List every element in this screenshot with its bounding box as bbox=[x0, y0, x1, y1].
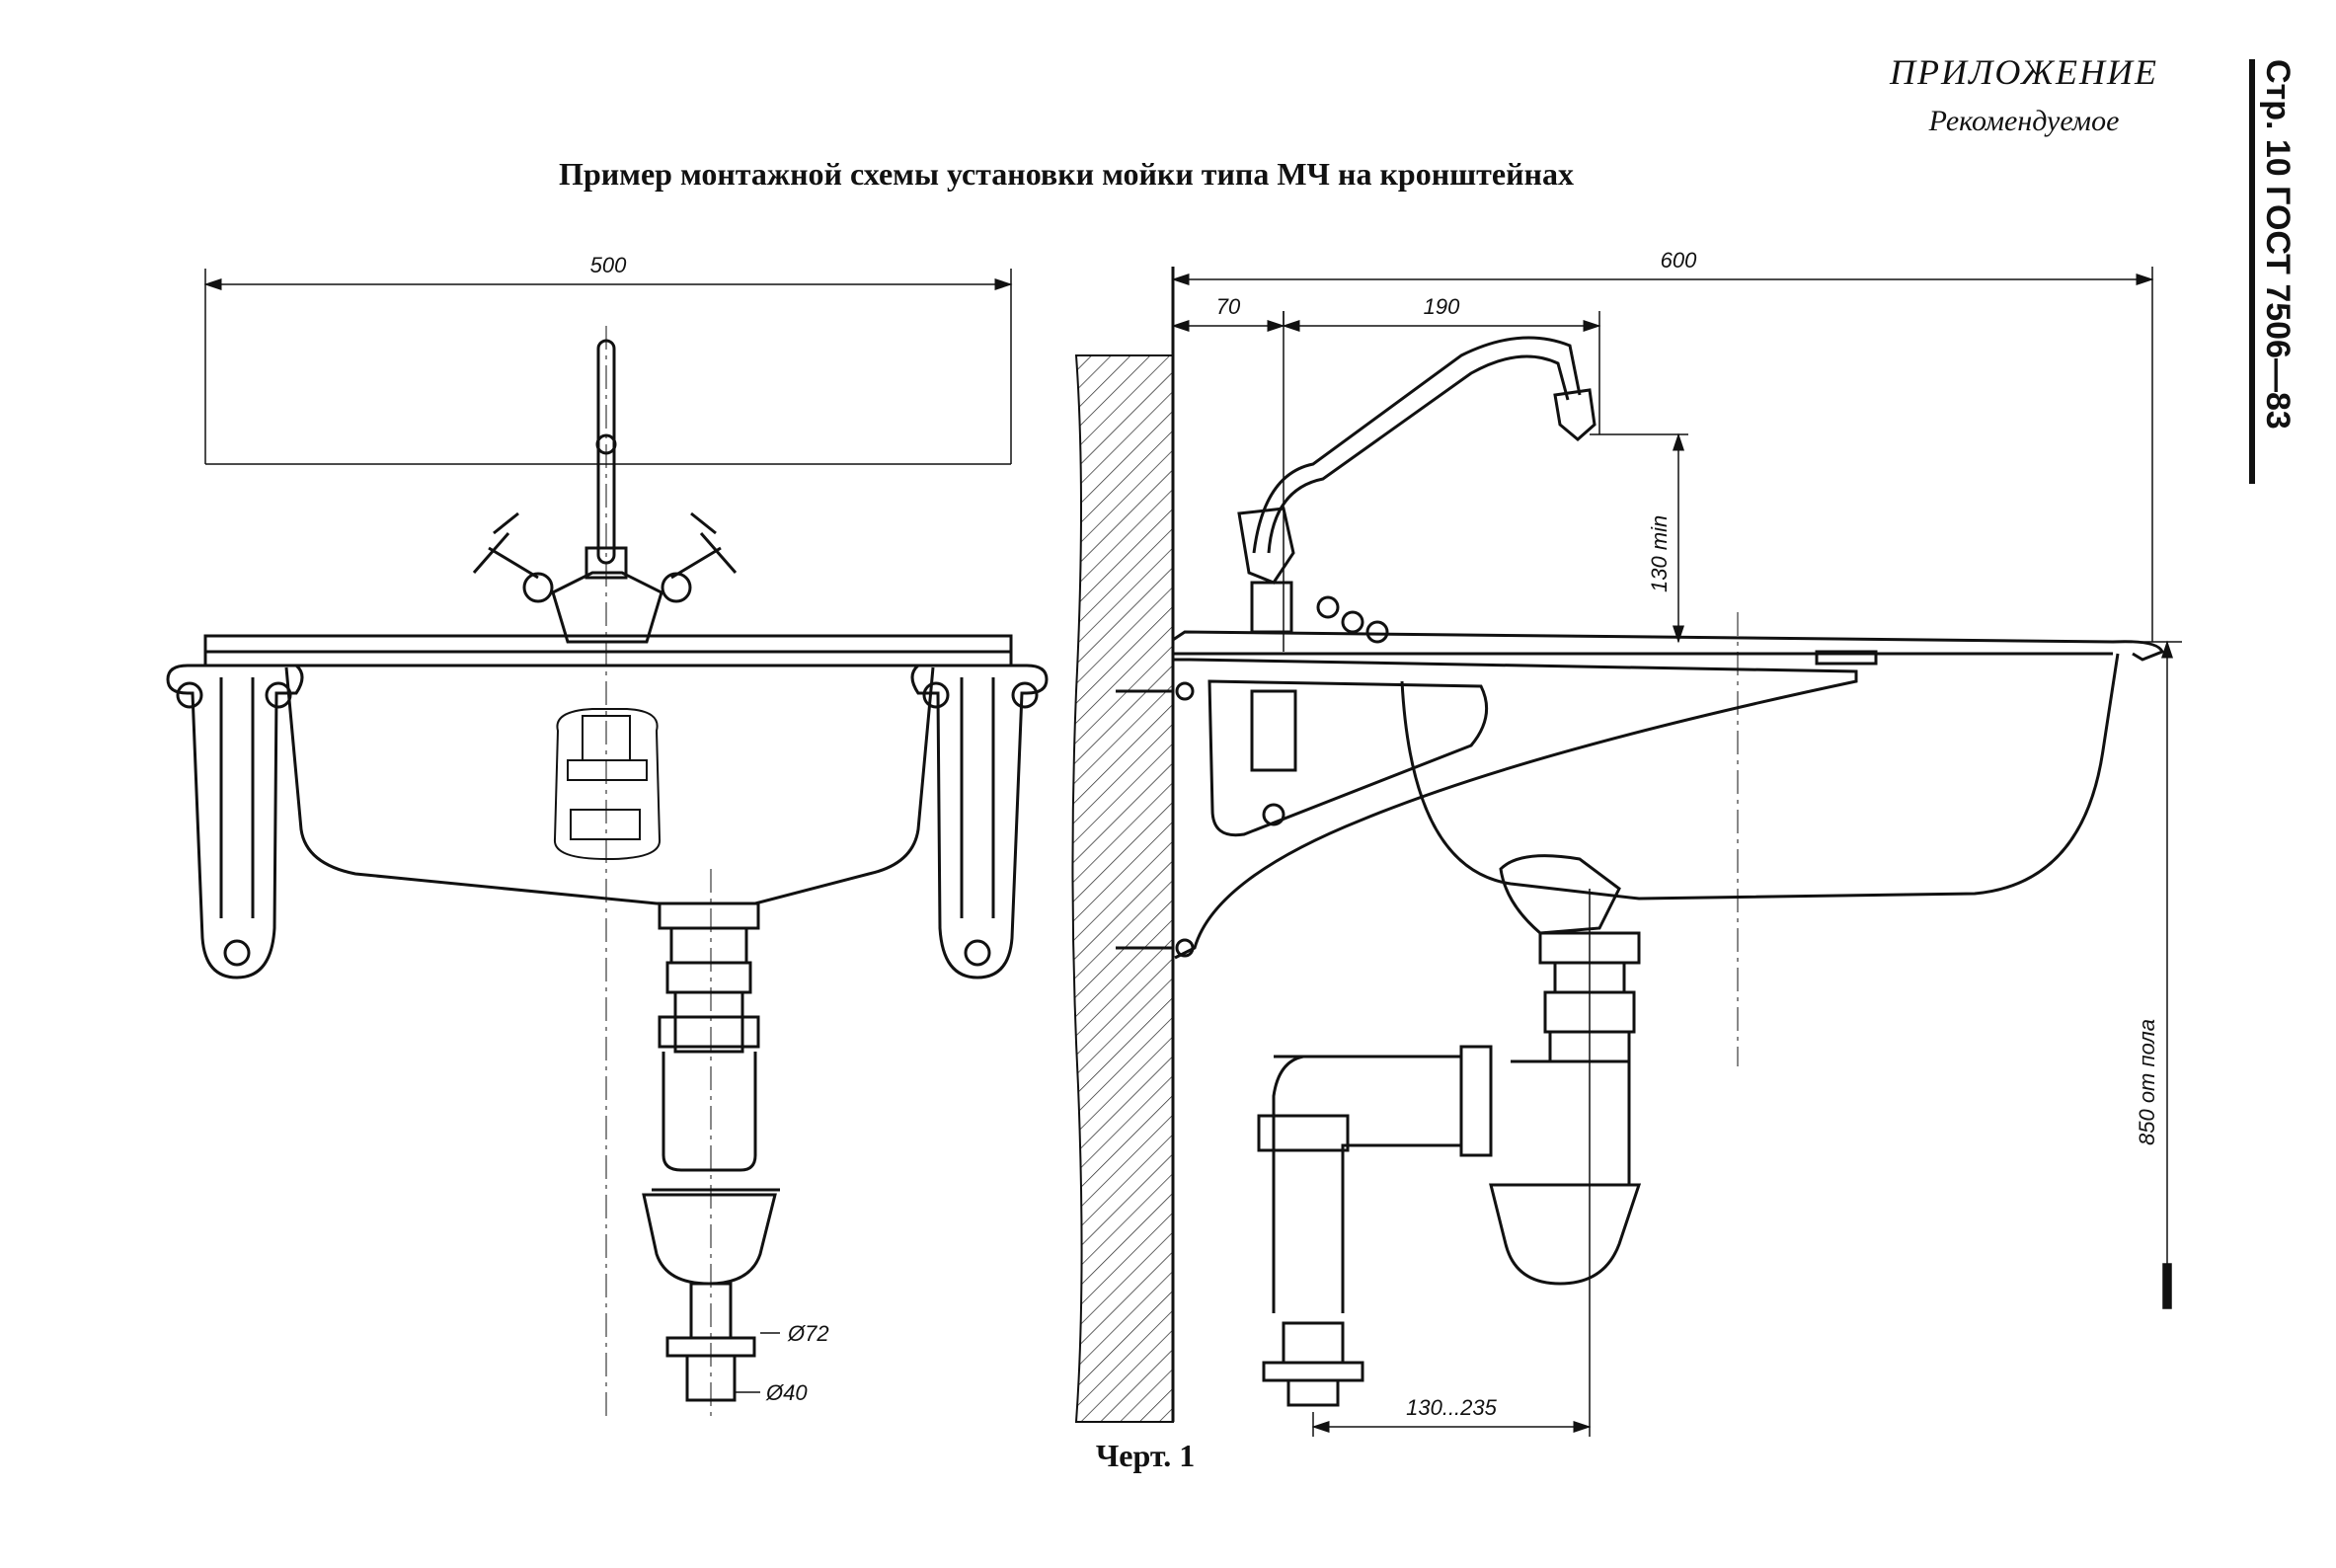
dim-outlet-d1-text: Ø72 bbox=[787, 1321, 829, 1346]
side-sink-rim bbox=[1172, 630, 2164, 662]
side-sink-bowl bbox=[1400, 653, 2120, 901]
appendix-label: ПРИЛОЖЕНИЕ bbox=[1890, 52, 2158, 92]
front-drain bbox=[642, 902, 780, 1402]
dim-drain-offset bbox=[1311, 889, 1592, 1437]
front-faucet bbox=[472, 339, 738, 644]
side-bracket bbox=[1116, 658, 1858, 960]
dim-front-width-text: 500 bbox=[590, 253, 627, 277]
dim-outlet-d2-text: Ø40 bbox=[765, 1380, 808, 1405]
cutaway-valve bbox=[553, 708, 662, 861]
dim-wall-offset-text: 70 bbox=[1216, 294, 1241, 319]
right-bracket bbox=[910, 664, 1049, 980]
sink-rim-lower bbox=[203, 650, 1013, 667]
dim-drain-offset-text: 130...235 bbox=[1406, 1395, 1498, 1420]
dim-faucet-height bbox=[1590, 432, 1688, 644]
dim-floor-height-text: 850 от пола bbox=[2135, 1019, 2159, 1145]
front-view bbox=[166, 269, 1049, 1422]
dim-faucet-height-text: 130 min bbox=[1647, 515, 1672, 592]
recommended-label: Рекомендуемое bbox=[1928, 105, 2120, 137]
figure-caption: Черт. 1 bbox=[1095, 1438, 1196, 1473]
side-trap bbox=[1257, 854, 1642, 1407]
dim-front-width bbox=[203, 269, 1013, 464]
left-bracket bbox=[166, 664, 304, 980]
dim-faucet-offset-text: 190 bbox=[1424, 294, 1460, 319]
side-view bbox=[1071, 267, 2182, 1437]
sink-bowl bbox=[284, 666, 935, 905]
dim-side-widths bbox=[1171, 267, 2154, 652]
page-reference-rule bbox=[2249, 59, 2255, 484]
drawing-title: Пример монтажной схемы установки мойки т… bbox=[559, 156, 1574, 192]
page-reference: Стр. 10 ГОСТ 7506—83 bbox=[2249, 59, 2308, 484]
side-faucet bbox=[1237, 336, 1596, 826]
dim-side-width-text: 600 bbox=[1661, 248, 1697, 273]
sink-rim bbox=[203, 634, 1013, 654]
dim-floor-height bbox=[2123, 640, 2182, 1309]
wall bbox=[1071, 354, 1174, 1423]
